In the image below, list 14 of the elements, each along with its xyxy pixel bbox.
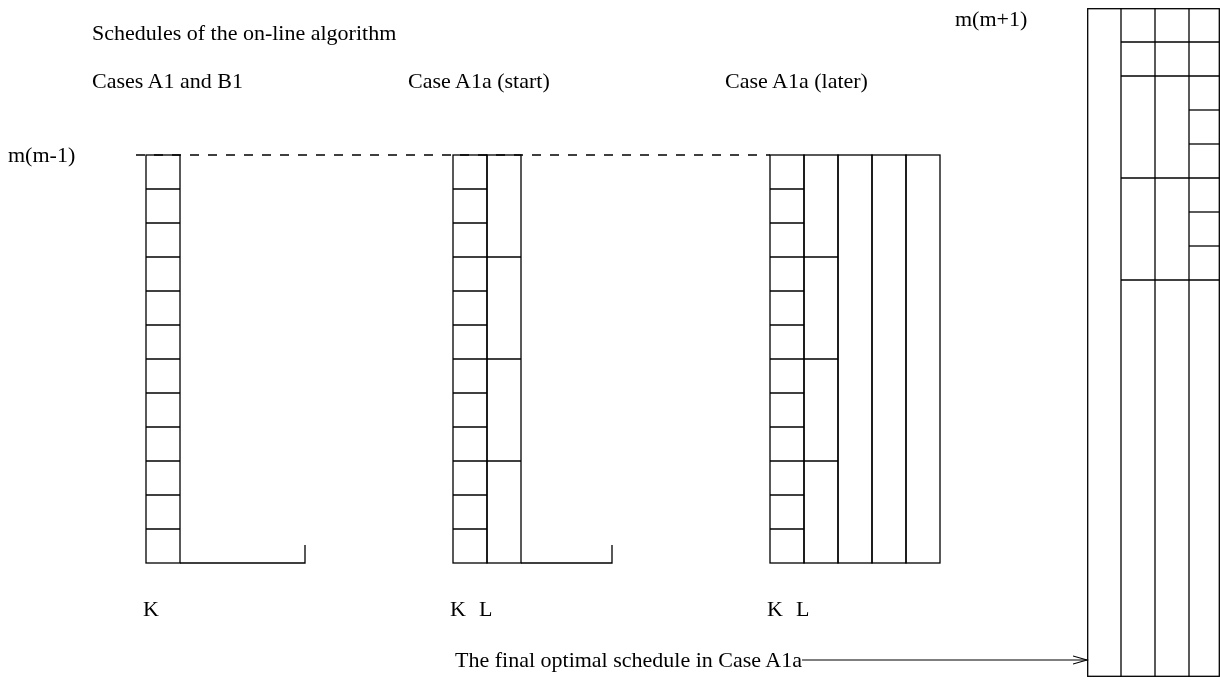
caption-text: The final optimal schedule in Case A1a: [455, 647, 802, 673]
heading: Schedules of the on-line algorithm: [92, 20, 397, 46]
case-label: Case A1a (later): [725, 68, 868, 94]
axis-label: m(m-1): [8, 142, 76, 168]
case-label: Case A1a (start): [408, 68, 550, 94]
column-label: L: [796, 596, 810, 622]
schedule-drawing: [1087, 8, 1220, 677]
column-label: K: [767, 596, 783, 622]
column-label: K: [450, 596, 466, 622]
column-label: L: [479, 596, 493, 622]
case-label: Cases A1 and B1: [92, 68, 243, 94]
axis-label: m(m+1): [955, 6, 1028, 32]
arrow: [801, 655, 1088, 665]
column-label: K: [143, 596, 159, 622]
